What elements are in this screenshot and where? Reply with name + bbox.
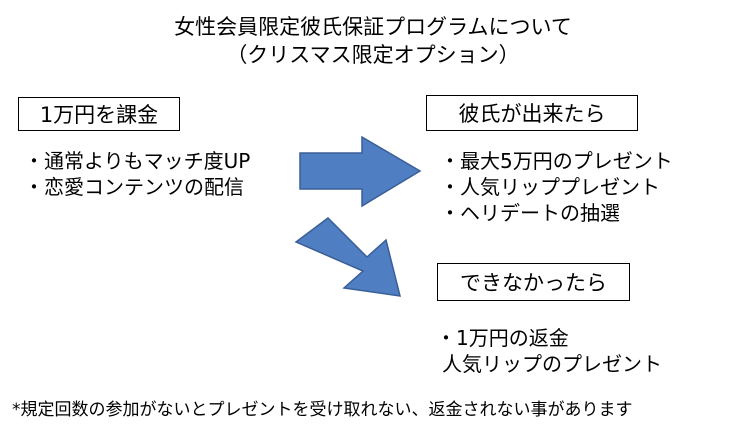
failure-box: できなかったら [437,263,630,301]
list-item: ・恋愛コンテンツの配信 [24,175,244,199]
title-line-2: （クリスマス限定オプション） [226,43,520,67]
right-arrow-icon [299,135,422,208]
list-item: ・人気リッププレゼント [440,175,660,199]
charge-benefits-list: ・通常よりもマッチ度UP ・恋愛コンテンツの配信 [24,148,250,200]
list-item: ・最大5万円のプレゼント [440,149,673,173]
charge-box: 1万円を課金 [18,97,180,131]
failure-refund-list: ・1万円の返金 人気リップのプレゼント [436,325,662,377]
charge-box-label: 1万円を課金 [39,103,159,127]
list-item: ・ヘリデートの抽選 [440,201,620,225]
title-line-1: 女性会員限定彼氏保証プログラムについて [174,15,572,39]
list-item: ・1万円の返金 [436,326,569,350]
success-box: 彼氏が出来たら [426,95,638,131]
diagonal-arrow-icon [294,217,401,297]
list-item: ・通常よりもマッチ度UP [24,149,251,173]
list-item: 人気リップのプレゼント [442,352,662,376]
failure-box-label: できなかったら [460,271,607,295]
success-rewards-list: ・最大5万円のプレゼント ・人気リッププレゼント ・ヘリデートの抽選 [440,148,673,226]
success-box-label: 彼氏が出来たら [458,102,606,126]
footnote: *規定回数の参加がないとプレゼントを受け取れない、返金されない事があります [12,400,633,420]
